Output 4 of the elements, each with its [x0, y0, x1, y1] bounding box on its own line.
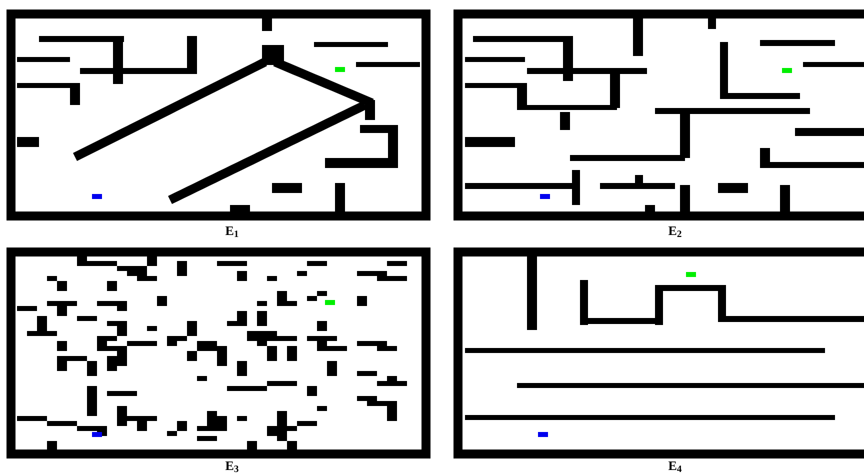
panel-label: E$_{2}$: [668, 224, 682, 237]
panel-label: E$_{1}$: [225, 224, 239, 237]
panel-label: E$_{3}$: [225, 459, 239, 472]
panel-label: E$_{4}$: [668, 459, 682, 472]
